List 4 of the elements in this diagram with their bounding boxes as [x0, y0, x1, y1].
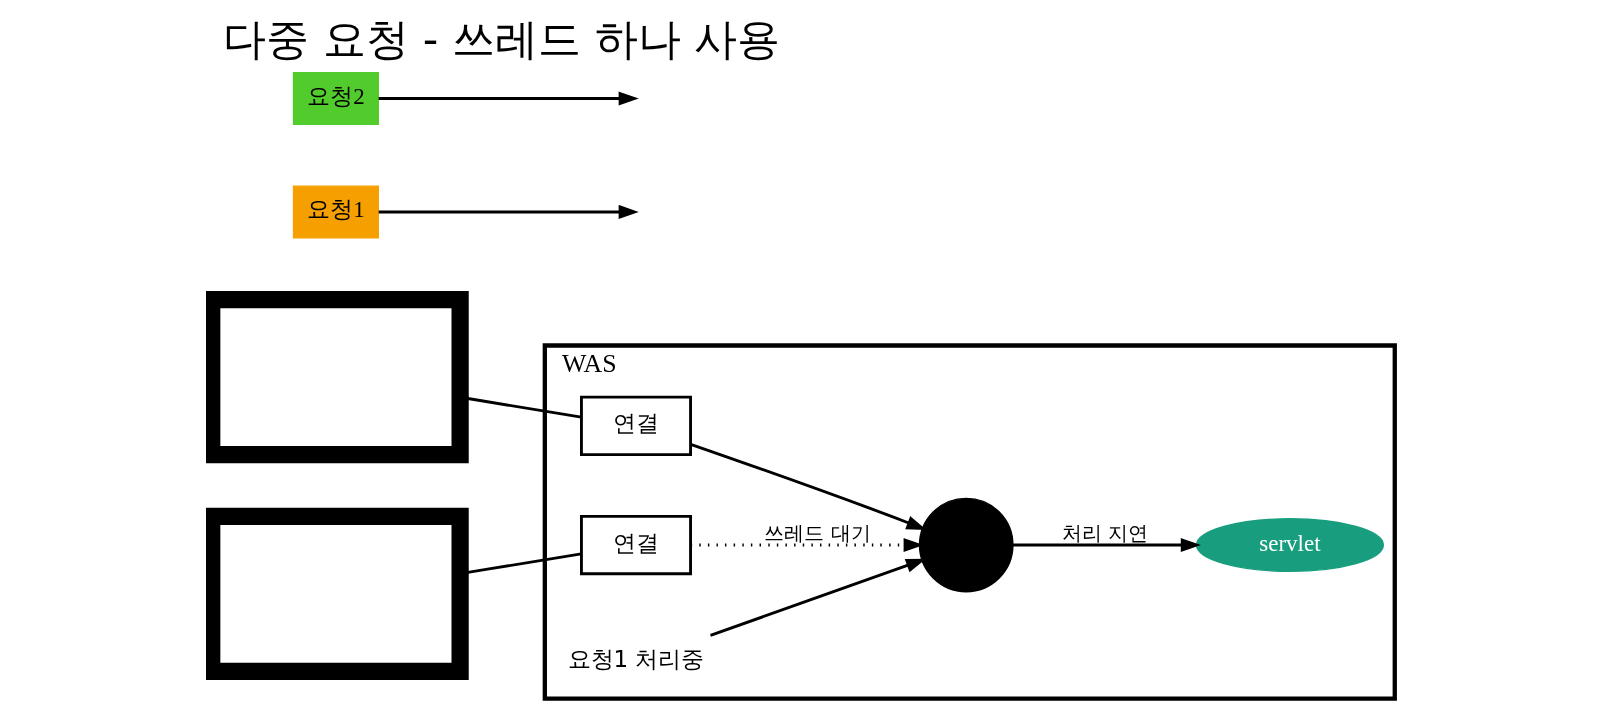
diagram-title: 다중 요청 - 쓰레드 하나 사용: [222, 14, 780, 65]
node-text: 요청1 처리중: [567, 645, 704, 672]
edge-label: 처리 지연: [1061, 520, 1148, 545]
edge-label: 쓰레드 대기: [763, 520, 871, 545]
